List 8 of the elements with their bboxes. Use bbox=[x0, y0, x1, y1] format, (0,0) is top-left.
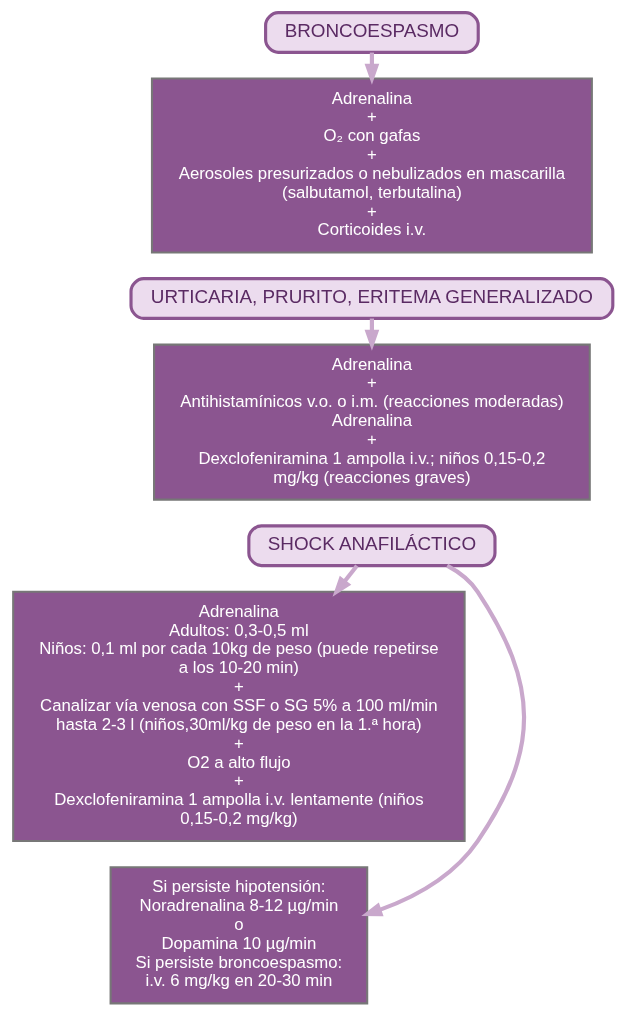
node-box: BRONCOESPASMO bbox=[263, 11, 480, 54]
node-box: Si persiste hipotensión: Noradrenalina 8-12 µg/min o Dopamina 10 µg/min Si persiste broncoespasmo: i.v. 6 mg/kg en 20-30 min bbox=[109, 866, 368, 1005]
node-box: Adrenalina + Antihistamínicos v.o. o i.m. (reacciones moderadas) Adrenalina + Dexclofeniramina 1 ampolla i.v.; niños 0,15-0,2 mg/kg (reacciones graves) bbox=[152, 343, 591, 501]
node-box: SHOCK ANAFILÁCTICO bbox=[246, 524, 497, 568]
node-box: Adrenalina + O₂ con gafas + Aerosoles presurizados o nebulizados en mascarilla (salbutamol, terbutalina) + Corticoides i.v. bbox=[150, 77, 593, 254]
arrow bbox=[332, 564, 359, 597]
node-box: Adrenalina Adultos: 0,3-0,5 ml Niños: 0,1 ml por cada 10kg de peso (puede repetirse a los 10-20 min) + Canalizar vía venosa con SSF o SG 5% a 100 ml/min hasta 2-3 l (niños,30ml/kg de peso en la 1.ª hora) + O2 a alto flujo + Dexclofeniramina 1 ampolla i.v. lentamente (niños 0,15-0,2 mg/kg) bbox=[11, 590, 466, 843]
node-box: URTICARIA, PRURITO, ERITEMA GENERALIZADO bbox=[128, 277, 614, 320]
